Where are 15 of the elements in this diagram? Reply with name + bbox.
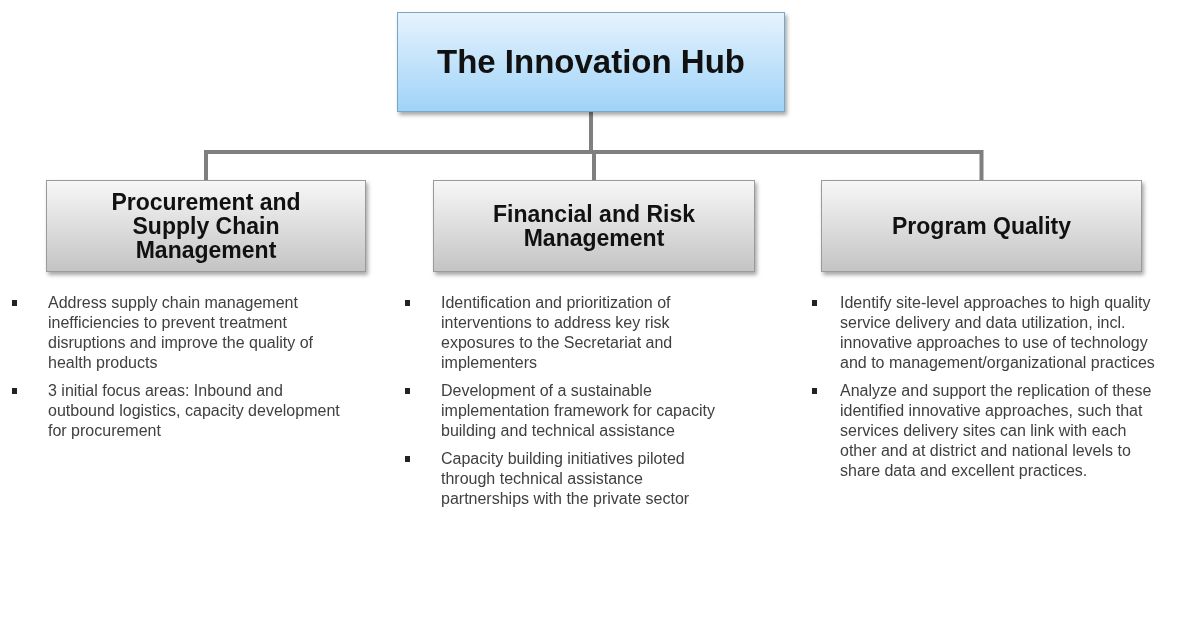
category-box	[433, 180, 755, 272]
bullet-text: Development of a sustainable implementation framework for capacity building and technical assistance	[441, 381, 716, 441]
bullet-text: 3 initial focus areas: Inbound and outbound logistics, capacity development for procurement	[48, 381, 341, 441]
box-heading: Procurement and Supply Chain Management	[110, 189, 302, 263]
title-box	[397, 12, 785, 112]
bullet-text: Address supply chain management inefficiencies to prevent treatment disruptions and improve the quality of health products	[48, 293, 315, 373]
bullet-text: Capacity building initiatives piloted through technical assistance partnerships with the private sector	[441, 449, 691, 509]
bullet-text: Identify site-level approaches to high quality service delivery and data utilization, incl. innovative approaches to use of technology and to management/organizational practices	[840, 293, 1156, 373]
category-box	[46, 180, 366, 272]
box-heading: Program Quality	[892, 213, 1071, 239]
bullet-text: Analyze and support the replication of these identified innovative approaches, such that services delivery sites can link with each other and at district and national levels to share data and excellent practices.	[840, 381, 1153, 481]
box-heading: The Innovation Hub	[437, 43, 745, 81]
bullet-text: Identification and prioritization of interventions to address key risk exposures to the Secretariat and implementers	[441, 293, 674, 373]
category-box	[821, 180, 1142, 272]
box-heading: Financial and Risk Management	[492, 201, 696, 251]
